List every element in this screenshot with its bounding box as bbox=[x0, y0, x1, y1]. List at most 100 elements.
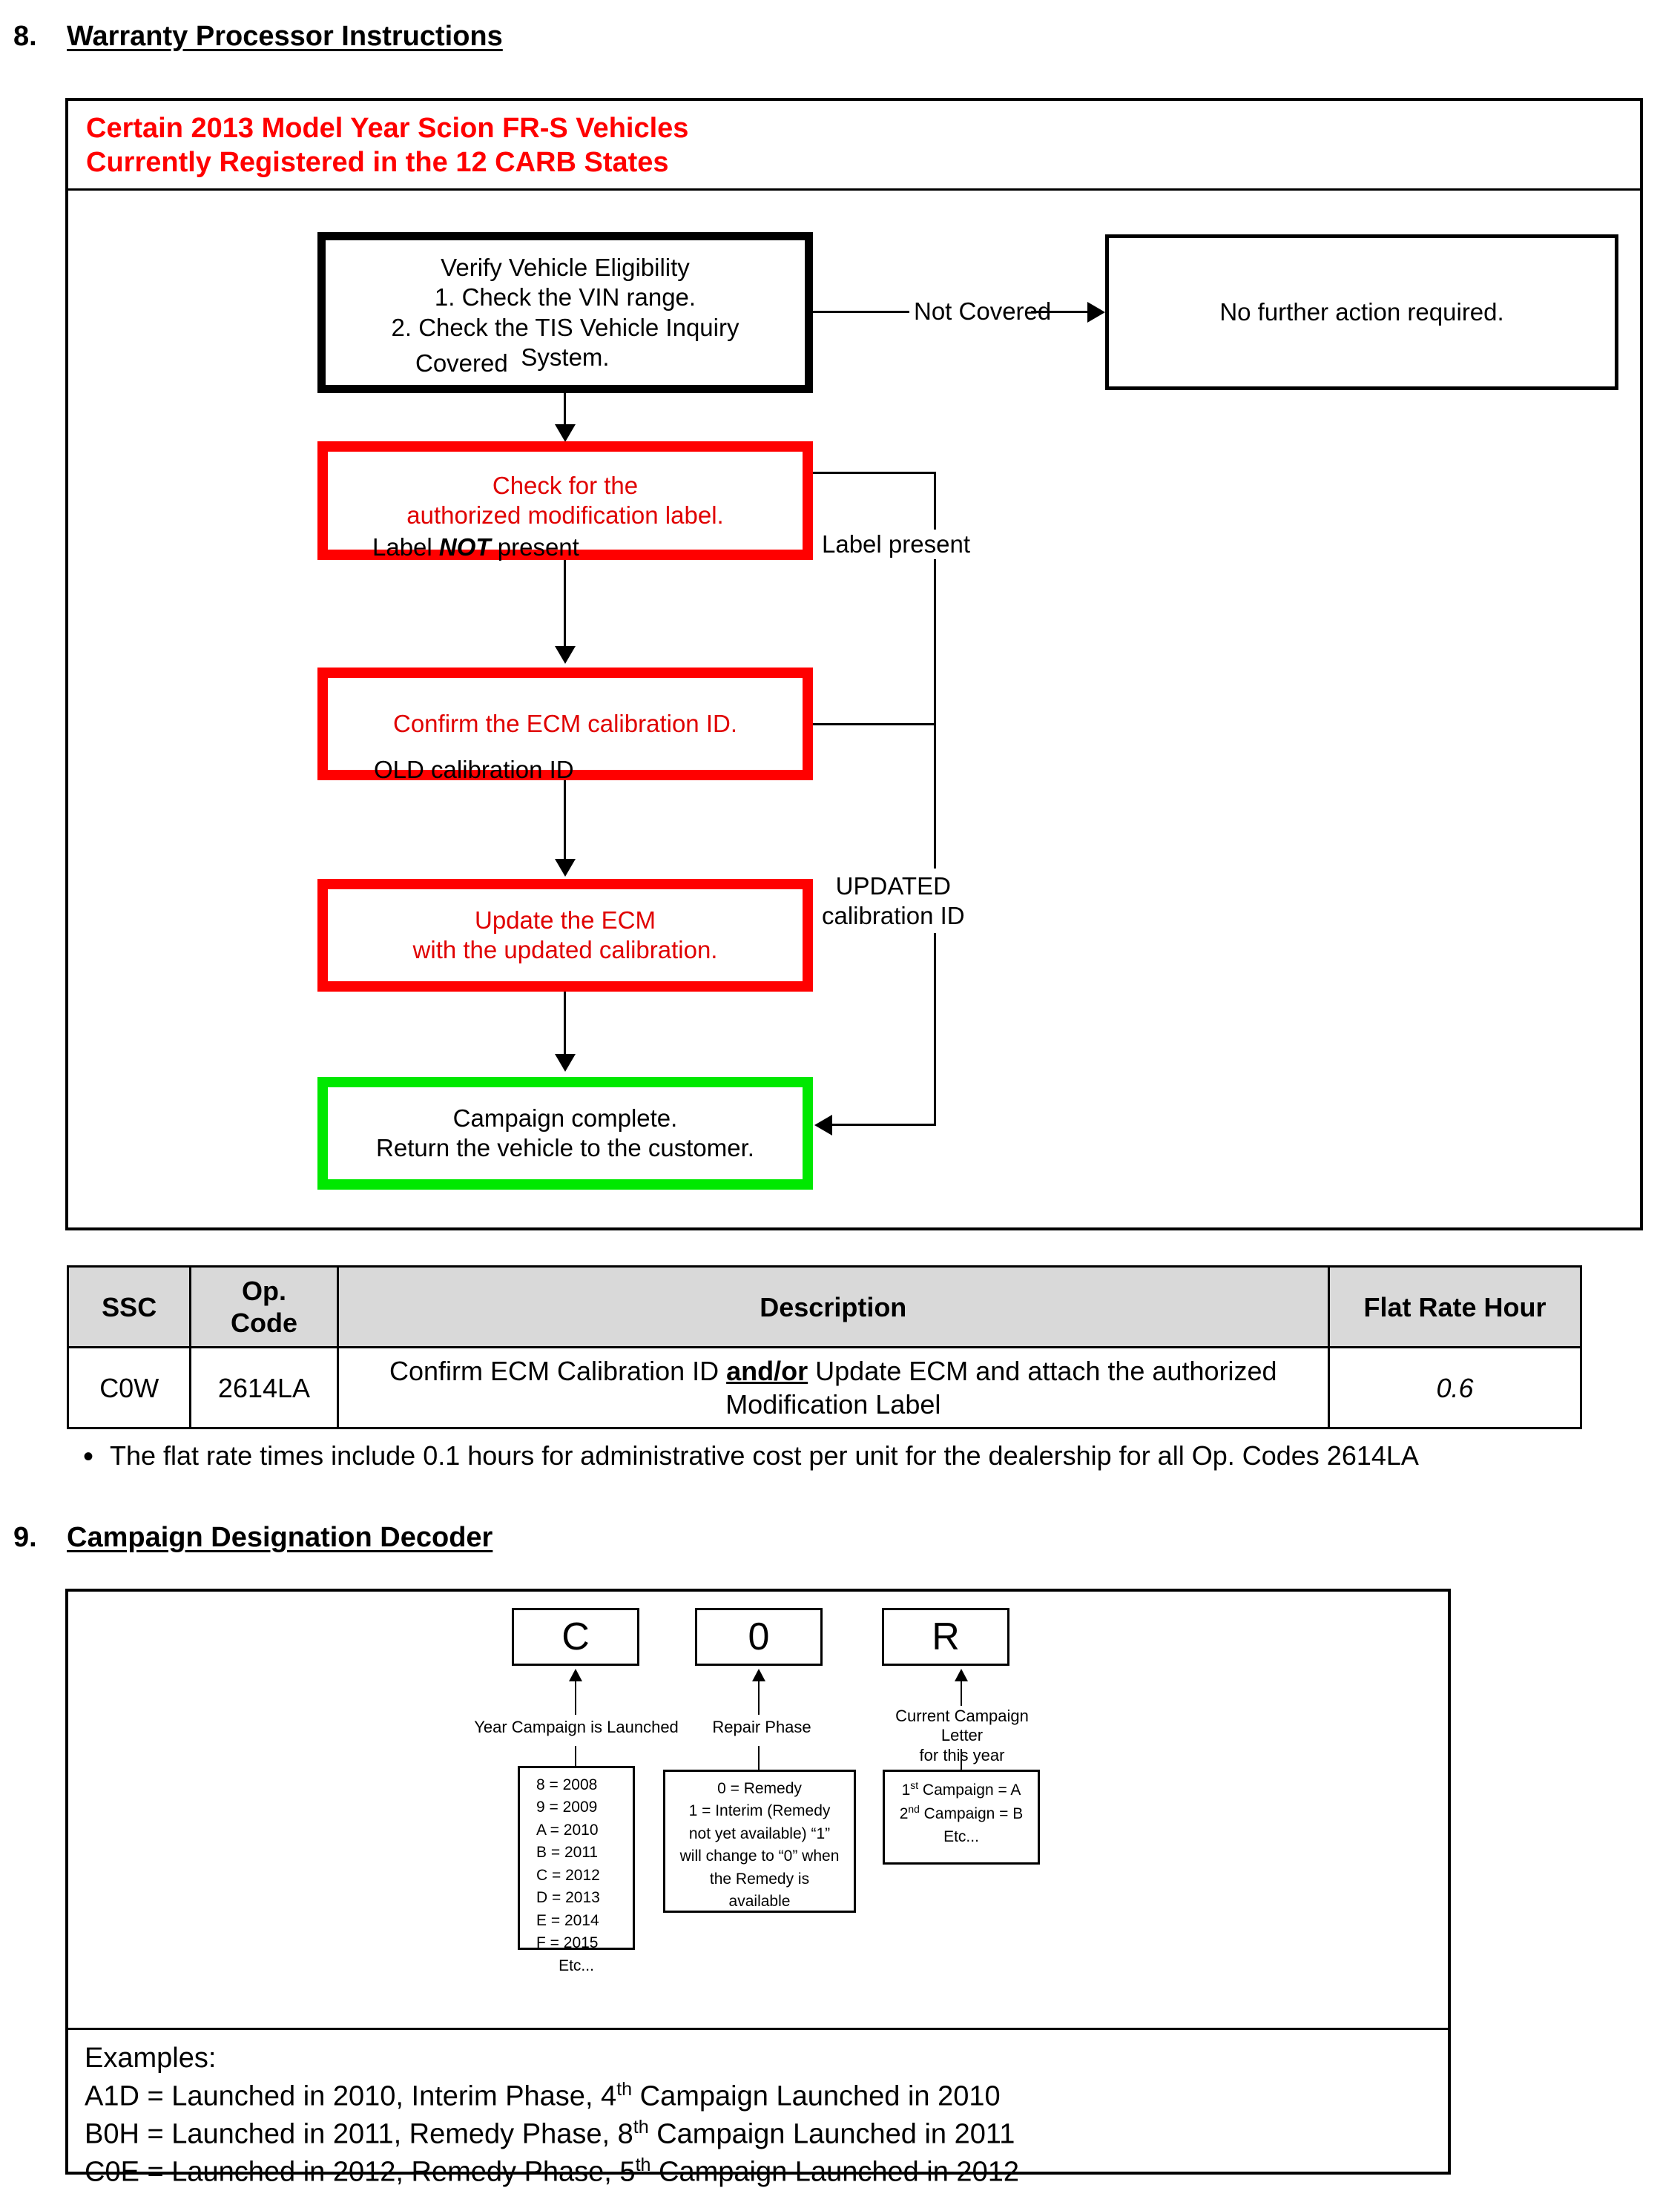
example-pre-1: = Launched in 2010, Interim Phase, 4 bbox=[139, 2080, 617, 2112]
edge-label-updated-calibration-id: UPDATED calibration ID bbox=[817, 869, 969, 934]
connector-label-present-to-complete bbox=[832, 1124, 936, 1126]
flowchart-title-line2: Currently Registered in the 12 CARB Stat… bbox=[86, 147, 669, 179]
flow-node-noaction-text: No further action required. bbox=[1219, 297, 1504, 326]
edge-label-label-present: Label present bbox=[817, 530, 975, 559]
flow-node-verify-eligibility: Verify Vehicle Eligibility 1. Check the … bbox=[317, 232, 813, 393]
campaign-letter-etc: Etc... bbox=[943, 1827, 979, 1845]
example-row-1: A1D = Launched in 2010, Interim Phase, 4… bbox=[85, 2077, 1420, 2115]
arrow-label-not-present bbox=[555, 646, 576, 664]
arrow-up-year-icon bbox=[569, 1669, 582, 1681]
ord-num-2: 2 bbox=[899, 1805, 909, 1823]
repair-phase-line-5: available bbox=[728, 1893, 791, 1911]
label-not-present-part-b: NOT bbox=[438, 533, 491, 561]
cell-ssc: C0W bbox=[66, 1346, 192, 1430]
year-code-etc: Etc... bbox=[559, 1957, 594, 1974]
campaign-letter-rest-1: Campaign = A bbox=[918, 1782, 1021, 1799]
stem-letter-to-info bbox=[961, 1749, 962, 1770]
example-sup-2: th bbox=[633, 2116, 649, 2138]
arrow-update-to-complete bbox=[555, 1054, 576, 1072]
repair-phase-line-0: 0 = Remedy bbox=[717, 1780, 802, 1797]
flow-node-confirm-calibration: Confirm the ECM calibration ID. bbox=[317, 668, 813, 780]
examples-label: Examples: bbox=[85, 2043, 217, 2074]
flow-node-confirm-text: Confirm the ECM calibration ID. bbox=[393, 709, 737, 737]
decoder-code-box-phase: 0 bbox=[695, 1608, 823, 1666]
header-flat-rate-hour: Flat Rate Hour bbox=[1327, 1265, 1583, 1349]
stem-year-to-info bbox=[575, 1746, 576, 1766]
flow-node-verify-text: Verify Vehicle Eligibility 1. Check the … bbox=[392, 253, 739, 372]
connector-not-covered-right bbox=[1031, 311, 1089, 313]
cell-flat-rate-hour: 0.6 bbox=[1327, 1346, 1583, 1430]
connector-old-cal-lower bbox=[564, 801, 566, 860]
complete-line-2: Return the vehicle to the customer. bbox=[376, 1134, 754, 1161]
repair-phase-line-2: not yet available) “1” bbox=[688, 1825, 831, 1842]
header-description: Description bbox=[336, 1265, 1330, 1349]
connector-confirm-to-vertical bbox=[813, 723, 936, 725]
desc-post: Update ECM and attach the authorized Mod… bbox=[725, 1356, 1277, 1420]
edge-label-covered: Covered bbox=[415, 349, 508, 377]
label-not-present-part-a: Label bbox=[372, 533, 439, 561]
edge-label-label-not-present: Label NOT present bbox=[372, 533, 579, 562]
flowchart-title-line1: Certain 2013 Model Year Scion FR-S Vehic… bbox=[86, 113, 689, 144]
edge-label-not-covered: Not Covered bbox=[914, 297, 1052, 325]
flat-rate-note: • The flat rate times include 0.1 hours … bbox=[67, 1439, 1595, 1475]
flow-node-check-label: Check for the authorized modification la… bbox=[317, 441, 813, 560]
section-title-8: Warranty Processor Instructions bbox=[67, 21, 503, 52]
stem-phase-to-info bbox=[758, 1746, 760, 1770]
ord-num-1: 1 bbox=[901, 1782, 911, 1799]
verify-line-4: System. bbox=[521, 343, 610, 371]
campaign-letter-rest-2: Campaign = B bbox=[919, 1805, 1024, 1823]
example-post-2: Campaign Launched in 2011 bbox=[648, 2118, 1015, 2150]
year-code-6: E = 2014 bbox=[536, 1911, 599, 1929]
flowchart-title: Certain 2013 Model Year Scion FR-S Vehic… bbox=[86, 111, 1614, 180]
updated-cal-line-2: calibration ID bbox=[822, 901, 965, 929]
example-sup-3: th bbox=[635, 2154, 651, 2175]
desc-andor: and/or bbox=[726, 1356, 808, 1387]
arrow-old-calibration-id bbox=[555, 859, 576, 877]
example-code-1: A1D bbox=[85, 2080, 139, 2112]
decoder-info-campaign-letter: 1st Campaign = A 2nd Campaign = B Etc... bbox=[883, 1770, 1040, 1865]
section-number-9: 9. bbox=[13, 1522, 37, 1553]
section-heading-9: 9. Campaign Designation Decoder bbox=[13, 1522, 493, 1554]
check-line-1: Check for the bbox=[492, 471, 639, 499]
op-code-table: SSC Op. Code Description Flat Rate Hour … bbox=[66, 1265, 1583, 1430]
year-code-5: D = 2013 bbox=[536, 1889, 600, 1907]
example-post-1: Campaign Launched in 2010 bbox=[632, 2080, 1001, 2112]
connector-label-not-present-lower bbox=[564, 584, 566, 647]
repair-phase-line-1: 1 = Interim (Remedy bbox=[688, 1802, 831, 1820]
warranty-flowchart: Certain 2013 Model Year Scion FR-S Vehic… bbox=[65, 98, 1643, 1230]
update-line-1: Update the ECM bbox=[475, 906, 656, 934]
edge-label-old-calibration-id: OLD calibration ID bbox=[374, 756, 574, 783]
connector-covered-lower bbox=[564, 393, 566, 427]
campaign-letter-line-0: 1st Campaign = A bbox=[889, 1778, 1033, 1802]
verify-line-3: 2. Check the TIS Vehicle Inquiry bbox=[391, 313, 739, 341]
decoder-caption-year: Year Campaign is Launched bbox=[474, 1718, 679, 1736]
verify-line-1: Verify Vehicle Eligibility bbox=[441, 254, 690, 281]
arrow-stem-letter bbox=[961, 1681, 962, 1706]
updated-cal-line-1: UPDATED bbox=[835, 872, 951, 900]
connector-update-to-complete bbox=[564, 992, 566, 1055]
flow-node-update-text: Update the ECM with the updated calibrat… bbox=[413, 906, 718, 966]
year-code-1: 9 = 2009 bbox=[536, 1799, 598, 1816]
arrow-stem-year bbox=[575, 1681, 576, 1715]
year-code-7: F = 2015 bbox=[536, 1934, 599, 1952]
update-line-2: with the updated calibration. bbox=[412, 936, 718, 963]
check-line-2: authorized modification label. bbox=[406, 501, 724, 529]
section-number-8: 8. bbox=[13, 21, 37, 52]
decoder-code-box-year: C bbox=[512, 1608, 639, 1666]
flat-rate-note-text: The flat rate times include 0.1 hours fo… bbox=[110, 1440, 1419, 1471]
header-op-code: Op. Code bbox=[189, 1265, 339, 1349]
example-code-3: C0E bbox=[85, 2156, 139, 2188]
example-code-2: B0H bbox=[85, 2118, 139, 2150]
connector-label-present-horizontal bbox=[813, 472, 936, 474]
flow-node-update-ecm: Update the ECM with the updated calibrat… bbox=[317, 879, 813, 992]
cell-op-code: 2614LA bbox=[189, 1346, 339, 1430]
arrow-covered bbox=[555, 424, 576, 442]
flowchart-title-divider bbox=[68, 188, 1640, 191]
example-pre-2: = Launched in 2011, Remedy Phase, 8 bbox=[139, 2118, 633, 2150]
decoder-code-box-letter: R bbox=[882, 1608, 1009, 1666]
year-code-4: C = 2012 bbox=[536, 1866, 600, 1884]
section-heading-8: 8. Warranty Processor Instructions bbox=[13, 21, 503, 53]
campaign-designation-decoder: C 0 R Year Campaign is Launched Repair P… bbox=[65, 1589, 1451, 2188]
decoder-info-year-codes: 8 = 2008 9 = 2009 A = 2010 B = 2011 C = … bbox=[518, 1766, 635, 1974]
